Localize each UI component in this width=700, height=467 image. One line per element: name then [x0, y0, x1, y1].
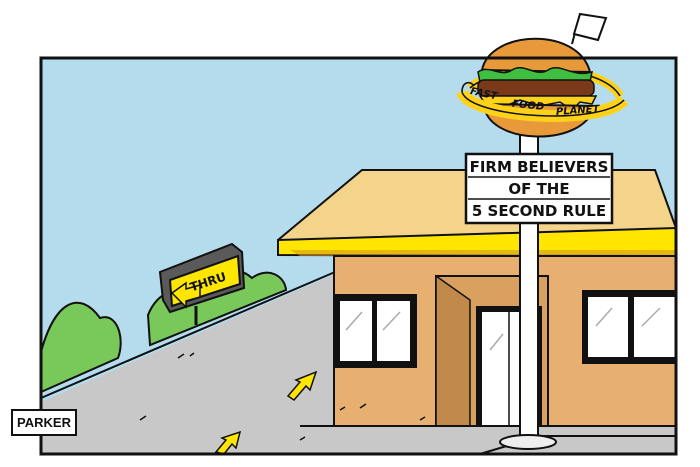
sign-line-3: 5 SECOND RULE — [472, 202, 606, 220]
marquee-sign — [464, 152, 614, 225]
arrow-down-left-icon — [286, 370, 318, 401]
flag-icon — [572, 12, 608, 42]
arrow-down-left-icon — [214, 430, 242, 455]
logo-word-planet: PLANET — [556, 104, 601, 118]
sign-line-1: FIRM BELIEVERS — [470, 158, 609, 176]
logo-word-food: FOOD — [512, 99, 545, 113]
panel-frame — [39, 56, 678, 456]
burger-planet-logo — [456, 12, 629, 138]
arrow-left-icon — [170, 281, 201, 309]
bush-left — [40, 301, 122, 394]
sign-line-2: OF THE — [508, 180, 569, 198]
artist-signature: PARKER — [11, 409, 77, 436]
drive-thru-sign — [158, 242, 246, 325]
